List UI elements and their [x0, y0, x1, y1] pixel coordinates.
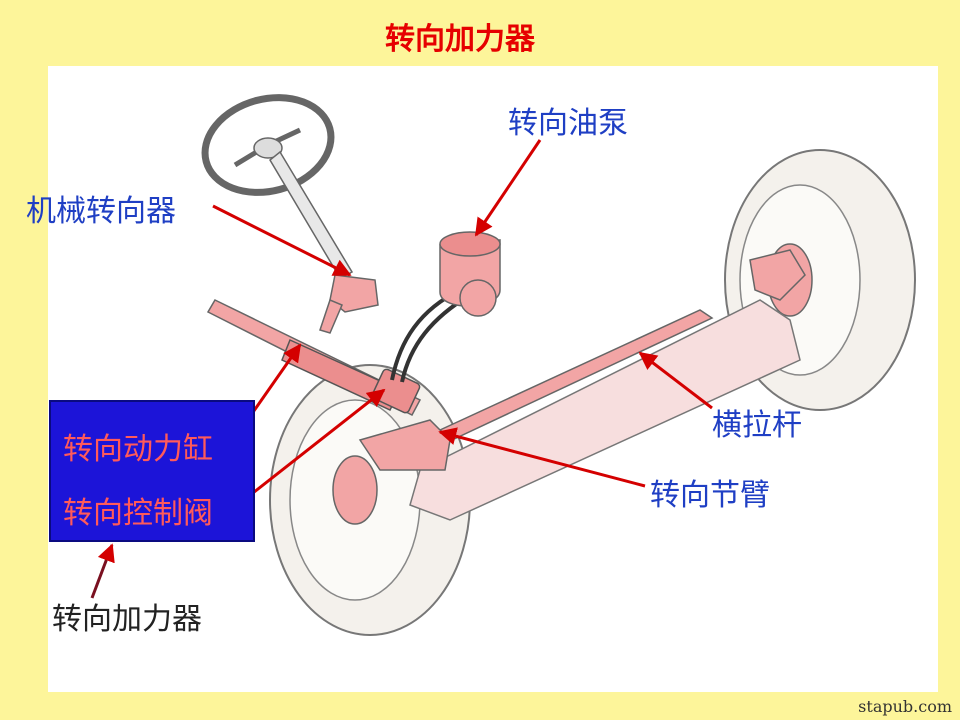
label-booster: 转向加力器 [52, 602, 202, 637]
pitman-arm [319, 298, 343, 334]
label-knuckle-arm: 转向节臂 [650, 478, 770, 513]
pointer-knuckle-arm [438, 427, 646, 488]
label-control-valve: 转向控制阀 [63, 496, 213, 531]
pointer-mech-gear [212, 204, 352, 277]
component-box: 转向动力缸 转向控制阀 [49, 400, 255, 542]
right-knuckle [749, 249, 806, 301]
mechanical-gear [329, 274, 379, 313]
pointer-tie-rod [638, 351, 713, 410]
steering-wheel [201, 94, 335, 196]
pointer-valve [243, 388, 386, 502]
pointer-pump [474, 139, 542, 237]
label-mechanical-gear: 机械转向器 [26, 194, 176, 229]
label-tie-rod: 横拉杆 [712, 408, 802, 443]
axle-beam [409, 299, 801, 521]
steering-pump [439, 231, 501, 317]
page-title: 转向加力器 [385, 22, 535, 57]
label-steering-pump: 转向油泵 [508, 106, 628, 141]
label-power-cylinder: 转向动力缸 [63, 432, 213, 467]
knuckle-arm [358, 419, 451, 471]
pointer-booster [90, 543, 115, 599]
watermark: stapub.com [858, 697, 952, 716]
